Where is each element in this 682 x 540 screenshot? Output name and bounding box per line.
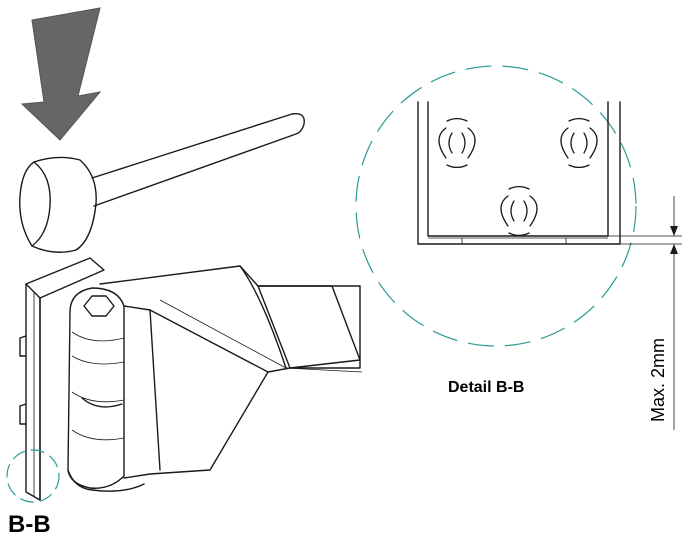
detail-circle <box>355 65 637 347</box>
hole-icon <box>438 117 476 169</box>
detail-view <box>355 65 637 347</box>
section-marker-label: B-B <box>8 511 51 538</box>
dimension-label: Max. 2mm <box>648 338 668 422</box>
hole-icon <box>500 185 538 237</box>
down-arrow-icon <box>20 7 102 141</box>
detail-marker-circle <box>6 449 60 503</box>
detail-title: Detail B-B <box>448 379 524 396</box>
dimension-annotation <box>608 196 682 430</box>
hinge-assembly <box>19 257 363 501</box>
mallet-icon <box>19 113 305 253</box>
hole-icon <box>560 117 598 169</box>
